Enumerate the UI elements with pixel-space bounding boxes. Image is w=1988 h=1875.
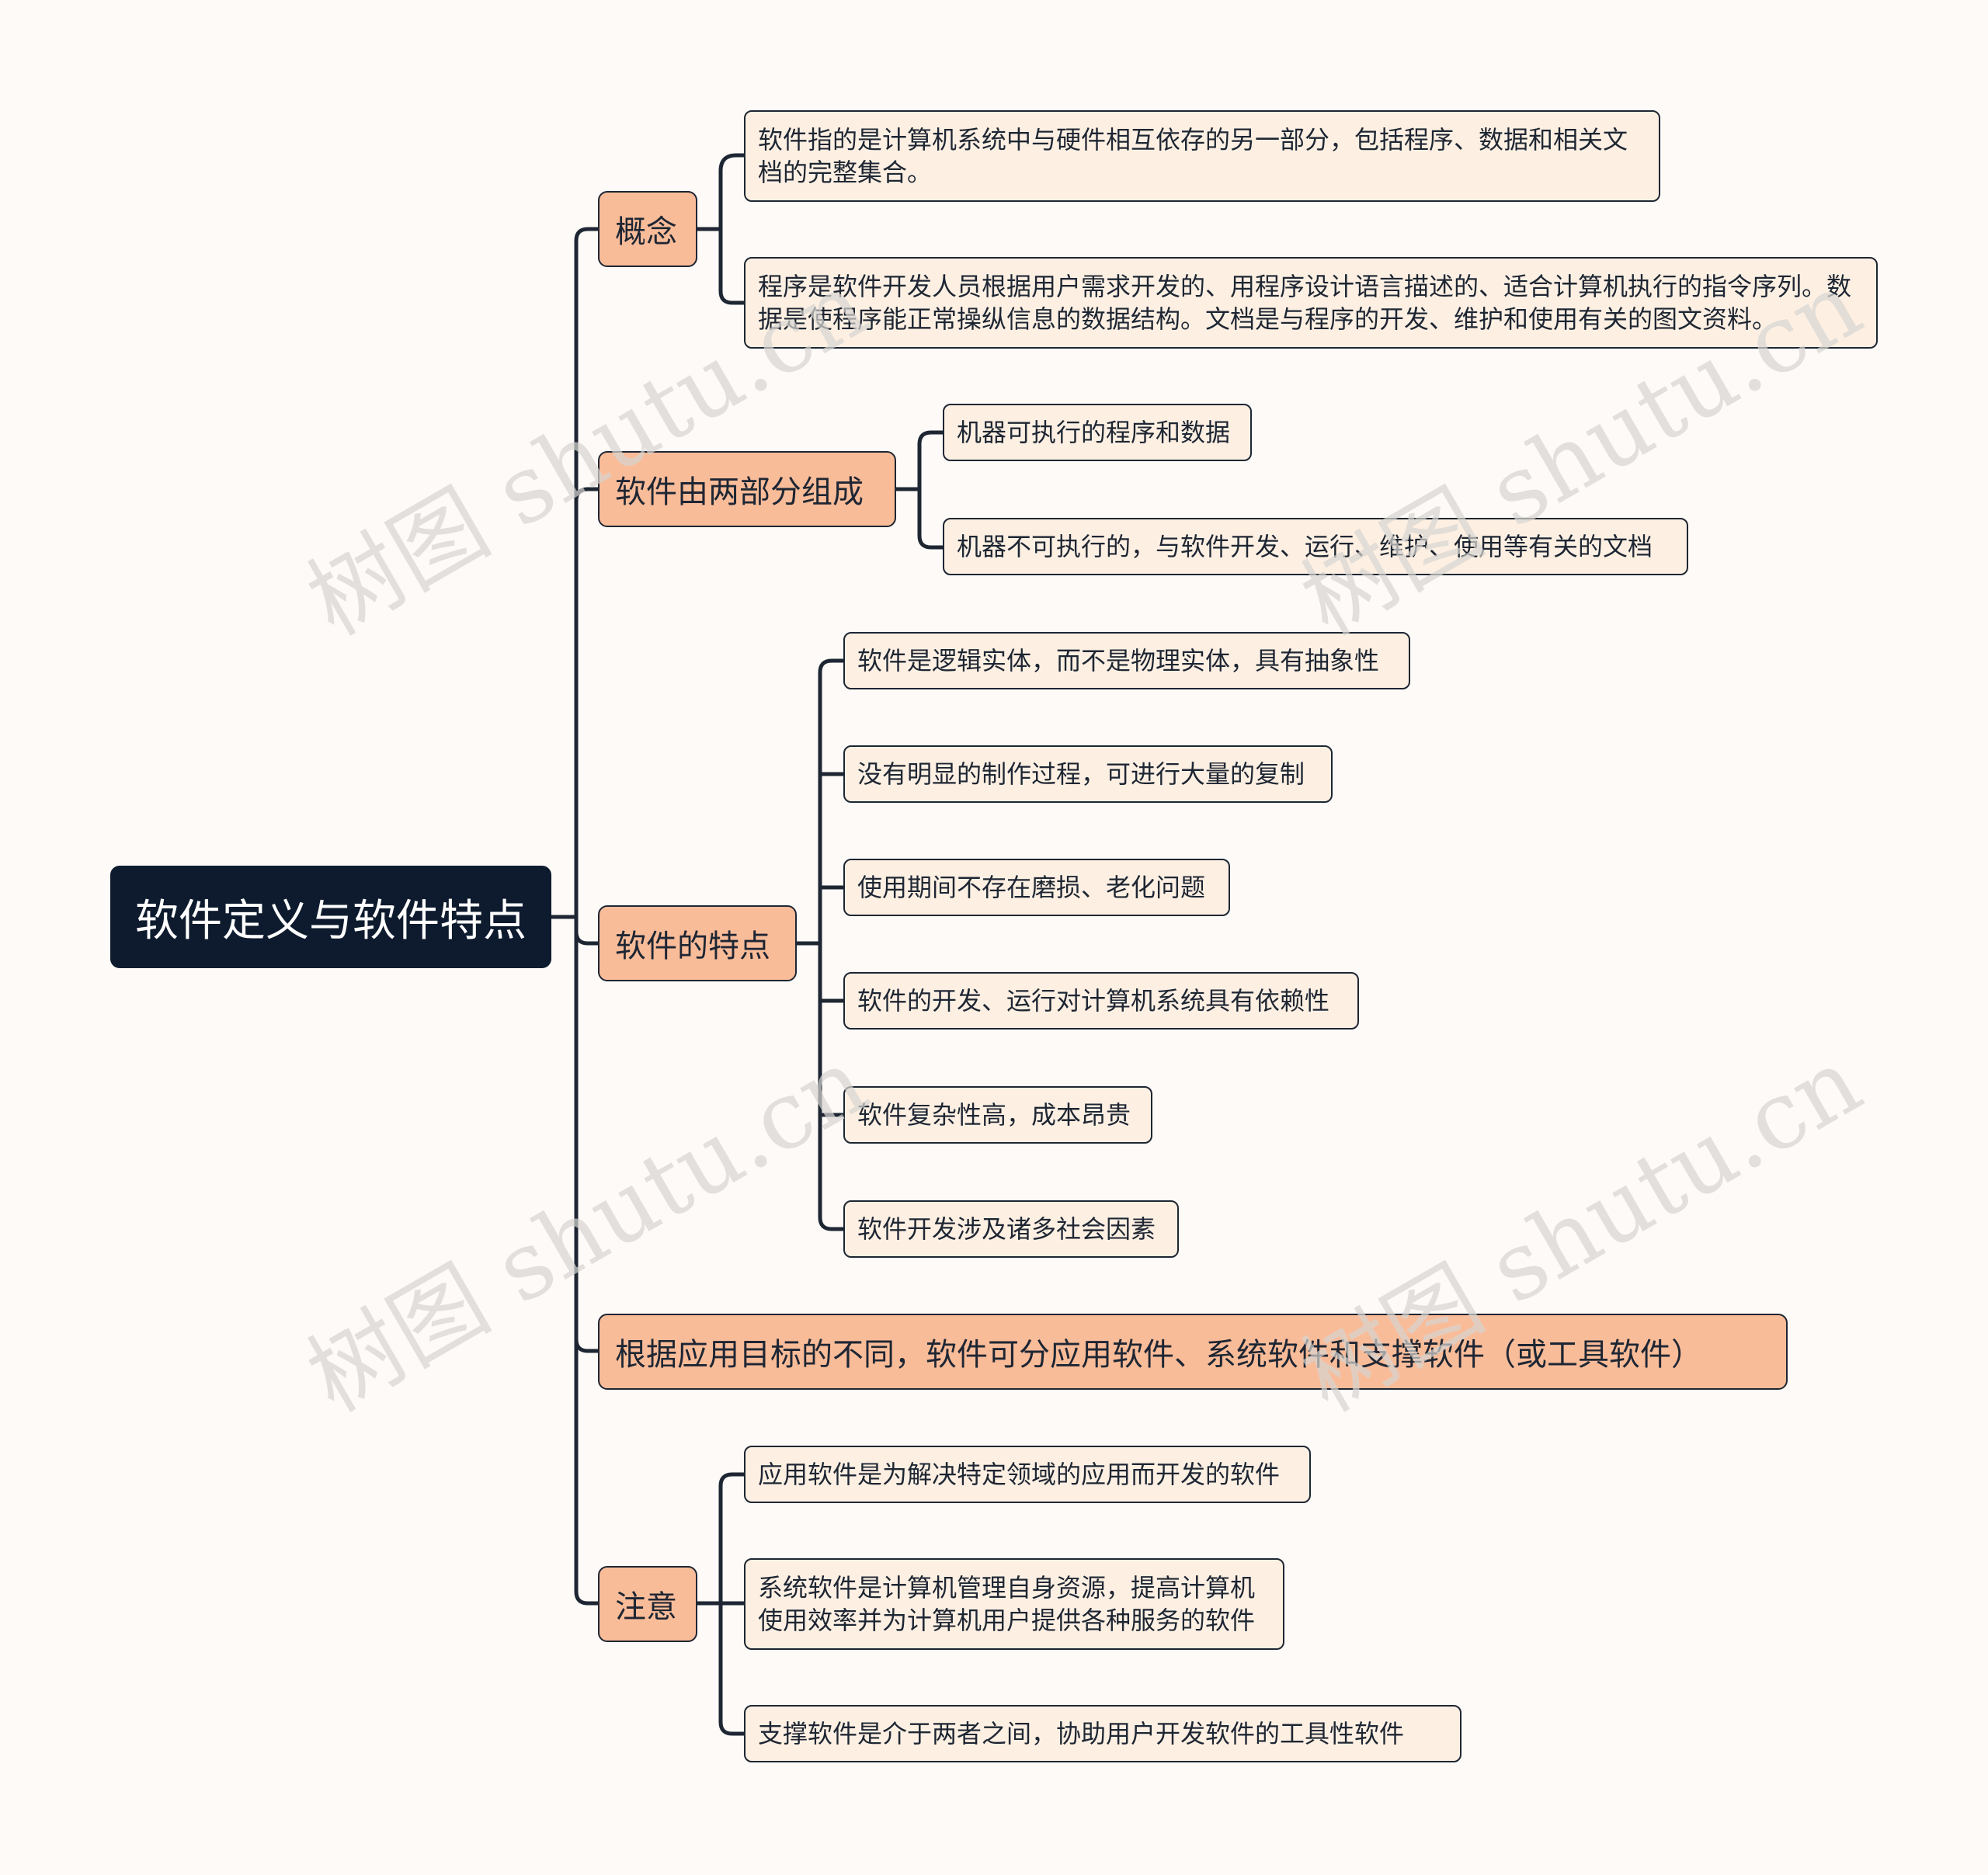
concept-item-2[interactable]: 程序是软件开发人员根据用户需求开发的、用程序设计语言描述的、适合计算机执行的指令…	[744, 257, 1878, 349]
connector-composition-children	[896, 430, 943, 550]
connector-features	[574, 931, 598, 946]
topic-notes[interactable]: 注意	[598, 1566, 697, 1642]
features-item-1[interactable]: 软件是逻辑实体，而不是物理实体，具有抽象性	[843, 632, 1410, 689]
features-item-6[interactable]: 软件开发涉及诸多社会因素	[843, 1200, 1179, 1258]
composition-item-2[interactable]: 机器不可执行的，与软件开发、运行、维护、使用等有关的文档	[943, 518, 1688, 575]
topic-features[interactable]: 软件的特点	[598, 905, 797, 981]
connector-notes-children	[697, 1472, 744, 1736]
topic-concept[interactable]: 概念	[598, 191, 697, 267]
topic-composition[interactable]: 软件由两部分组成	[598, 451, 896, 527]
connector-trunk	[574, 227, 598, 1606]
features-item-5[interactable]: 软件复杂性高，成本昂贵	[843, 1086, 1152, 1144]
composition-item-1[interactable]: 机器可执行的程序和数据	[943, 404, 1252, 461]
connector-concept-children	[697, 153, 744, 305]
notes-item-3[interactable]: 支撑软件是介于两者之间，协助用户开发软件的工具性软件	[744, 1705, 1461, 1762]
connector-classification	[574, 1339, 598, 1353]
notes-item-2[interactable]: 系统软件是计算机管理自身资源，提高计算机使用效率并为计算机用户提供各种服务的软件	[744, 1558, 1284, 1650]
notes-item-1[interactable]: 应用软件是为解决特定领域的应用而开发的软件	[744, 1446, 1311, 1503]
connector-composition	[574, 487, 598, 502]
concept-item-1[interactable]: 软件指的是计算机系统中与硬件相互依存的另一部分，包括程序、数据和相关文档的完整集…	[744, 110, 1660, 202]
root-node[interactable]: 软件定义与软件特点	[110, 866, 551, 968]
features-item-2[interactable]: 没有明显的制作过程，可进行大量的复制	[843, 745, 1333, 803]
features-item-3[interactable]: 使用期间不存在磨损、老化问题	[843, 859, 1230, 916]
connector-features-children	[797, 658, 843, 1231]
topic-classification[interactable]: 根据应用目标的不同，软件可分应用软件、系统软件和支撑软件（或工具软件）	[598, 1314, 1788, 1390]
features-item-4[interactable]: 软件的开发、运行对计算机系统具有依赖性	[843, 972, 1359, 1030]
